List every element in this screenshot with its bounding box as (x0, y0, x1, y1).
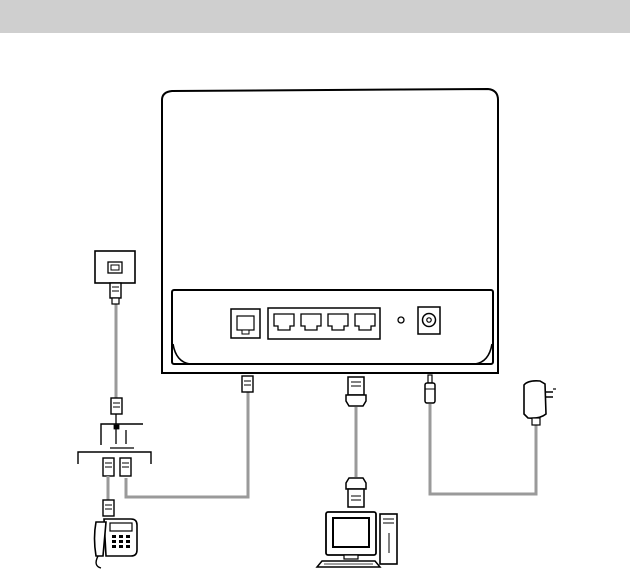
telephone-plug (103, 476, 114, 516)
router (162, 89, 498, 373)
router-reset-button (398, 317, 404, 323)
phone-wall-jack-icon (95, 251, 135, 304)
telephone-keypad (112, 535, 130, 548)
power-adapter-icon (524, 381, 556, 425)
cable-splitter-to-router (126, 390, 248, 497)
monitor (326, 512, 376, 559)
keyboard (317, 561, 380, 567)
power-plug (425, 375, 435, 403)
cable-router-to-adapter (430, 404, 536, 494)
tower (380, 514, 397, 564)
ethernet-plug-router (346, 377, 366, 406)
router-lan-ports (268, 308, 380, 339)
router-power-jack (418, 307, 440, 334)
desktop-computer-icon (317, 512, 397, 567)
router-phone-plug (242, 376, 253, 392)
ethernet-plug-computer (346, 478, 366, 507)
router-phone-port (231, 309, 260, 338)
dsl-splitter-icon (78, 398, 151, 476)
telephone-icon (95, 519, 138, 568)
